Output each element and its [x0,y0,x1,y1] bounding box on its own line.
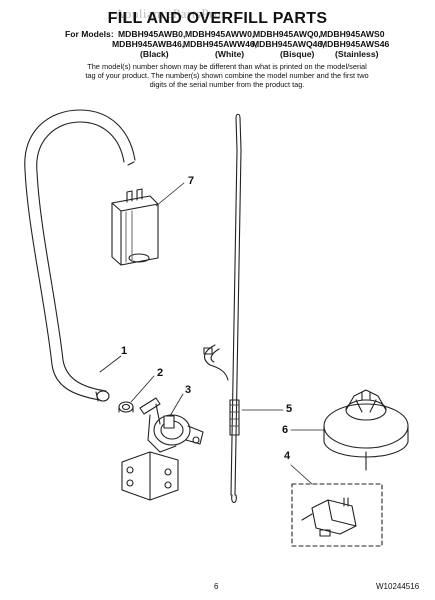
callout-2: 2 [157,367,164,379]
callout-3: 3 [185,384,192,396]
model-color: (White) [215,49,245,59]
watermark: AppliancePartsPros [115,6,227,21]
model-number: MDBH945AWW0, [185,29,255,39]
callout-4: 4 [284,450,291,462]
fill-hose-part [24,109,136,402]
model-color: (Stainless) [335,49,379,59]
float-switch-part [111,188,159,266]
model-number: MDBH945AWB46, [112,39,185,49]
model-number: MDBH945AWQ0, [253,29,321,39]
model-number: MDBH945AWS0 [320,29,385,39]
callout-5: 5 [286,403,293,415]
page-title: FILL AND OVERFILL PARTS [107,10,328,27]
callout-7: 7 [188,175,195,187]
float-assembly-part [323,389,409,471]
fill-tube-part [203,113,242,504]
float-switch-box [291,483,383,547]
model-color: (Bisque) [280,49,315,59]
page-number: 6 [214,582,219,591]
model-number: MDBH945AWW46, [183,39,258,49]
callout-1: 1 [121,345,128,357]
model-color: (Black) [140,49,169,59]
model-number-note: The model(s) number shown may be differe… [85,62,369,89]
hose-clamp-part [118,401,134,413]
model-number: MDBH945AWQ46, [252,39,325,49]
callout-6: 6 [282,424,289,436]
water-valve-part [139,397,204,453]
callout-leader-lines [99,182,326,485]
model-number: MDBH945AWS46 [320,39,390,49]
valve-bracket-part [121,451,179,501]
model-number: MDBH945AWB0, [118,29,186,39]
document-number: W10244516 [376,582,420,591]
models-label: For Models: [65,29,114,39]
